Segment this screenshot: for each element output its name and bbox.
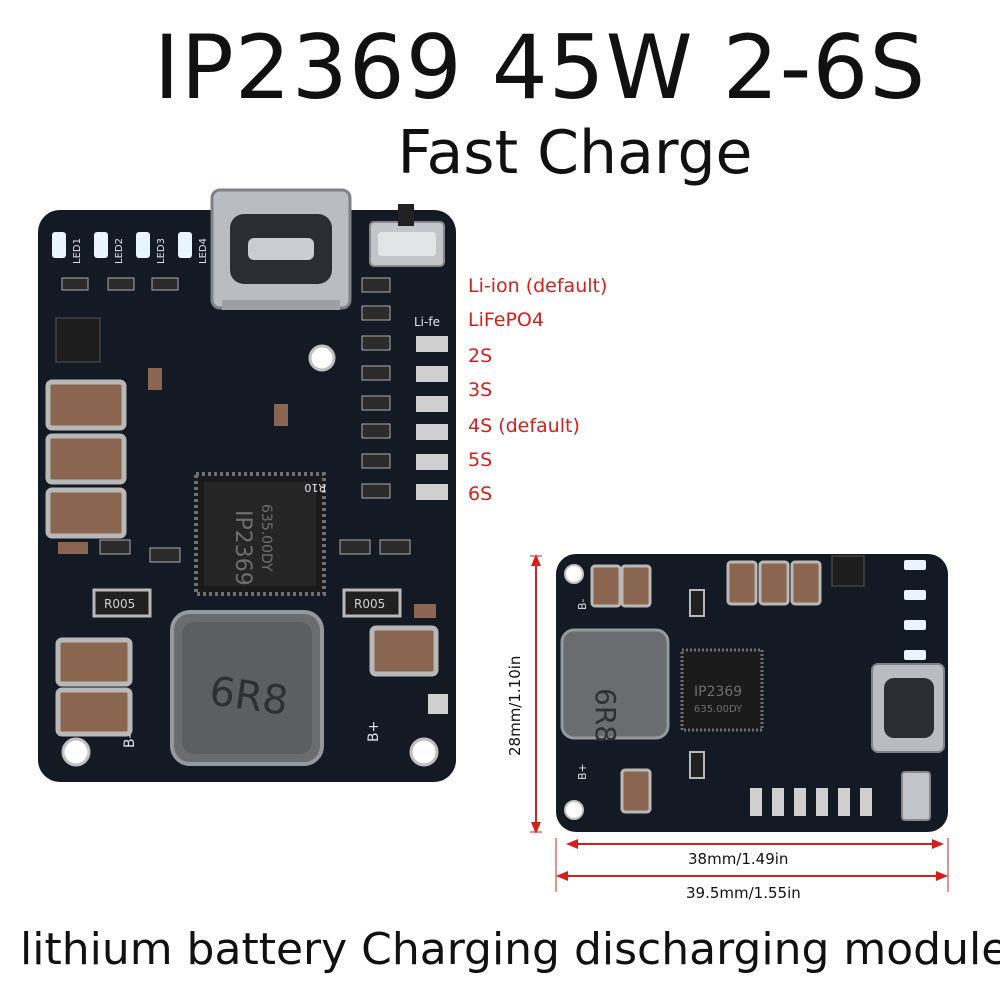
led3-marking: LED3	[156, 238, 167, 264]
small-b-minus: B-	[576, 598, 589, 610]
mode-switch	[369, 204, 445, 267]
dimension-lines	[530, 554, 949, 892]
product-description: lithium battery Charging discharging mod…	[20, 924, 1000, 975]
capacitor-bank-left	[45, 379, 439, 737]
r005-marking-left: R005	[104, 597, 135, 611]
chip-marking: IP2369	[230, 510, 255, 586]
led2-marking: LED2	[114, 238, 125, 264]
small-board: 6R8 IP2369 635.00DY B- B+	[556, 554, 948, 832]
product-title: IP2369 45W 2-6S	[153, 16, 927, 119]
small-chip-marking: IP2369	[694, 684, 742, 700]
led1-marking: LED1	[72, 238, 83, 264]
setting-label-li-ion: Li-ion (default)	[468, 275, 608, 297]
b-plus-marking: B+	[366, 721, 382, 742]
r005-marking-right: R005	[354, 597, 385, 611]
b-minus-marking: B-	[122, 733, 138, 748]
setting-label-3s: 3S	[468, 379, 493, 401]
inductor	[170, 610, 324, 766]
dimension-width-outer: 39.5mm/1.55in	[686, 884, 801, 902]
small-b-plus: B+	[576, 763, 589, 780]
led4-marking: LED4	[198, 238, 209, 264]
main-chip	[194, 472, 326, 596]
large-board: LED1 LED2 LED3 LED4 IP2369	[38, 188, 456, 782]
dimension-width-inner: 38mm/1.49in	[688, 850, 789, 868]
setting-label-2s: 2S	[468, 345, 493, 367]
inductor-marking: 6R8	[207, 668, 291, 725]
status-leds	[52, 232, 192, 258]
small-chip-code: 635.00DY	[694, 704, 743, 715]
setting-label-4s: 4S (default)	[468, 415, 580, 437]
setting-label-6s: 6S	[468, 483, 493, 505]
setting-label-lifepo4: LiFePO4	[468, 309, 544, 331]
chip-code-marking: 635.00DY	[258, 504, 274, 572]
dimension-height: 28mm/1.10in	[506, 655, 524, 756]
li-fe-marking: Li-fe	[414, 315, 440, 329]
small-inductor-marking: 6R8	[589, 688, 622, 743]
r10-marking: R10	[304, 481, 326, 494]
usb-c-port	[210, 188, 352, 310]
product-subtitle: Fast Charge	[397, 118, 753, 188]
jumper-pads	[361, 277, 448, 500]
setting-label-5s: 5S	[468, 449, 493, 471]
